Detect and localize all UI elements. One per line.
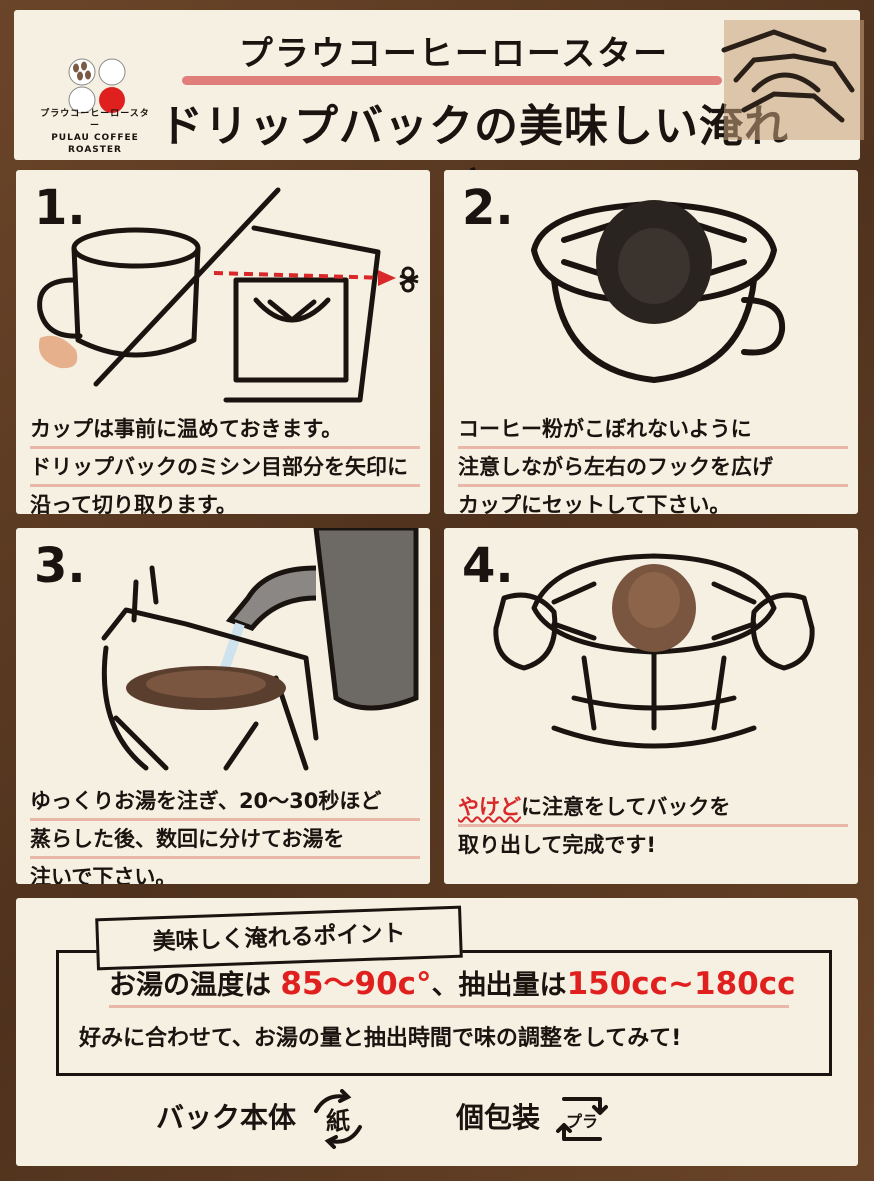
tips-box: お湯の温度は 85～90c°、抽出量は150cc~180cc 好みに合わせて、お… — [56, 950, 832, 1076]
step-text-line: ゆっくりお湯を注ぎ、20～30秒ほど — [30, 784, 420, 821]
step-3-text: ゆっくりお湯を注ぎ、20～30秒ほど 蒸らした後、数回に分けてお湯を 注いで下さ… — [30, 784, 420, 884]
cup-and-bag-icon — [37, 187, 419, 403]
step-3-panel: 3. ゆっくりお湯を注ぎ、20～30秒ほど 蒸らした後、数回に分けてお湯を 注い… — [16, 528, 430, 884]
logo-icon — [68, 58, 126, 114]
logo-text: プラウコーヒーロースター PULAU COFFEE ROASTER — [40, 109, 150, 155]
recycle-wrapper: 個包装 プラ — [456, 1088, 614, 1148]
drip-bag-illustration-icon — [721, 20, 864, 140]
step-text-line: コーヒー粉がこぼれないように — [458, 412, 848, 449]
temperature-value: 85～90c° — [280, 966, 432, 1002]
step-number: 3. — [34, 538, 86, 594]
step-text-line: 注意しながら左右のフックを広げ — [458, 450, 848, 487]
step-1-panel: 1. カップは事前に温めておきます。 ドリップバックのミシン目部分を — [16, 170, 430, 514]
step-number: 1. — [34, 180, 86, 236]
brand-underline — [182, 76, 722, 85]
step-number: 2. — [462, 180, 514, 236]
step-text-line: カップにセットして下さい。 — [458, 493, 731, 514]
step-text-line: 沿って切り取ります。 — [30, 493, 237, 514]
step-1-text: カップは事前に温めておきます。 ドリップバックのミシン目部分を矢印に 沿って切り… — [30, 412, 420, 514]
step-text-line: 注いで下さい。 — [30, 865, 177, 884]
brand-name: プラウコーヒーロースター — [238, 34, 670, 74]
step-text-line: 取り出して完成です! — [458, 833, 656, 857]
header: プラウコーヒーロースター PULAU COFFEE ROASTER プラウコーヒ… — [14, 10, 864, 216]
burn-warning: やけど — [458, 795, 521, 819]
svg-text:プラ: プラ — [566, 1112, 598, 1131]
step-text-line: カップは事前に温めておきます。 — [30, 412, 420, 449]
step-text-line: やけどに注意をしてバックを — [458, 790, 848, 827]
amount-value: 150cc~180cc — [566, 966, 796, 1002]
step-text-line: ドリップバックのミシン目部分を矢印に — [30, 450, 420, 487]
step-2-panel: 2. コーヒー粉がこぼれないように 注意しながら左右のフックを広げ カップにセッ… — [444, 170, 858, 514]
paper-recycle-icon: 紙 — [313, 1089, 362, 1149]
step-number: 4. — [462, 538, 514, 594]
plastic-recycle-icon: プラ — [555, 1097, 608, 1141]
adjust-taste-line: 好みに合わせて、お湯の量と抽出時間で味の調整をしてみて! — [79, 1026, 682, 1051]
step-text-line: 蒸らした後、数回に分けてお湯を — [30, 822, 420, 859]
lifting-bag-icon — [493, 553, 815, 749]
tips-section: お湯の温度は 85～90c°、抽出量は150cc~180cc 好みに合わせて、お… — [16, 898, 858, 1166]
bag-on-cup-icon — [531, 200, 786, 383]
step-4-text: やけどに注意をしてバックを 取り出して完成です! — [458, 790, 848, 863]
step-4-panel: 4. やけどに注意をしてバックを 取り出して完成です! — [444, 528, 858, 884]
kettle-pouring-icon — [101, 528, 419, 771]
step-2-text: コーヒー粉がこぼれないように 注意しながら左右のフックを広げ カップにセットして… — [458, 412, 848, 514]
recycle-bag-body: バック本体 紙 — [156, 1088, 370, 1149]
svg-text:紙: 紙 — [326, 1107, 350, 1135]
temperature-amount-line: お湯の温度は 85～90c°、抽出量は150cc~180cc — [109, 963, 795, 1008]
